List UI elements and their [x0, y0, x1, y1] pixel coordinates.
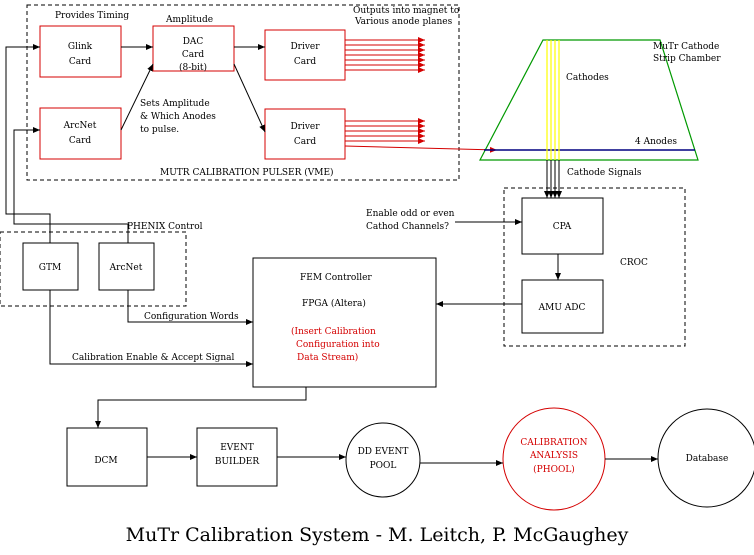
event-builder-label-line2: BUILDER — [215, 457, 260, 467]
croc-label: CROC — [620, 258, 648, 268]
fem-to-dcm-wire — [95, 387, 307, 428]
chamber-label-line2: Strip Chamber — [653, 54, 721, 64]
driver-card-1-label-line1: Driver — [290, 42, 320, 52]
fpga-label: FPGA (Altera) — [302, 298, 366, 309]
calibration-analysis-label-line2: ANALYSIS — [529, 451, 578, 461]
fem-controller-label: FEM Controller — [300, 273, 372, 283]
cpa-label: CPA — [553, 222, 572, 232]
pulser-group-outline — [26, 4, 460, 181]
driver-card-2-label-line2: Card — [294, 137, 317, 147]
pulser-group-label: MUTR CALIBRATION PULSER (VME) — [160, 167, 334, 178]
croc-group-outline — [503, 187, 686, 347]
cathode-signal-arrows — [544, 160, 562, 198]
arcnet-box — [98, 242, 155, 291]
phenix-control-outline — [0, 231, 187, 307]
dd-event-pool-circle — [345, 422, 421, 498]
gtm-to-glink-wire — [5, 44, 51, 243]
cathode-signals-label: Cathode Signals — [567, 168, 642, 178]
database-label: Database — [686, 454, 729, 464]
insert-label-line1: (Insert Calibration — [291, 326, 376, 337]
four-anodes-label: 4 Anodes — [635, 137, 677, 147]
dcm-label: DCM — [94, 456, 117, 466]
calibration-analysis-label-line3: (PHOOL) — [533, 464, 575, 475]
event-builder-label-line1: EVENT — [220, 443, 254, 453]
driver1-output-arrows — [345, 37, 425, 73]
configuration-words-label: Configuration Words — [144, 312, 239, 322]
chamber-label-line1: MuTr Cathode — [653, 42, 719, 52]
phenix-control-label: PHENIX Control — [127, 222, 203, 232]
configuration-words-wire — [127, 290, 253, 325]
glink-card-label-line1: Glink — [68, 42, 93, 52]
arcnet-to-dac-arrow — [120, 63, 154, 131]
driver-card-1-label-line2: Card — [294, 57, 317, 67]
dac-card-label-line1: DAC — [183, 37, 204, 47]
arcnet-to-arcnet-card-wire — [13, 127, 129, 243]
insert-label-line3: Data Stream) — [297, 352, 358, 363]
dac-to-driver2-arrow — [233, 63, 266, 133]
sets-label-line1: Sets Amplitude — [140, 99, 210, 109]
gtm-label: GTM — [39, 263, 61, 273]
arcnet-label: ArcNet — [109, 263, 143, 273]
dac-card-box — [152, 25, 235, 72]
cathode-strips — [546, 40, 560, 160]
dac-card-label-line2: Card — [182, 50, 205, 60]
cathodes-label: Cathodes — [566, 73, 609, 83]
amu-adc-label: AMU ADC — [538, 303, 586, 313]
dd-event-pool-label-line2: POOL — [370, 461, 397, 471]
outputs-label-line1: Outputs into magnet to — [353, 6, 459, 16]
amu-adc-box — [521, 279, 604, 334]
database-circle — [657, 408, 754, 508]
glink-card-label-line2: Card — [69, 57, 92, 67]
calibration-enable-wire — [49, 290, 253, 367]
arcnet-card-label-line2: Card — [69, 136, 92, 146]
provides-timing-label: Provides Timing — [55, 11, 129, 21]
calibration-analysis-label-line1: CALIBRATION — [520, 438, 587, 448]
dd-event-pool-label-line1: DD EVENT — [358, 447, 409, 457]
driver-card-2-label-line1: Driver — [290, 122, 320, 132]
driver2-output-arrows — [344, 118, 498, 153]
sets-label-line2: & Which Anodes — [140, 112, 216, 122]
sets-label-line3: to pulse. — [140, 125, 179, 135]
outputs-label-line2: Various anode planes — [354, 17, 453, 27]
amplitude-label: Amplitude — [165, 15, 213, 25]
chamber-outline — [479, 39, 699, 161]
arcnet-card-box — [39, 107, 122, 160]
enable-label-line2: Cathod Channels? — [366, 222, 449, 232]
footer-title: MuTr Calibration System - M. Leitch, P. … — [126, 524, 629, 546]
arcnet-card-label-line1: ArcNet — [63, 121, 97, 131]
dac-card-label-line3: (8-bit) — [179, 62, 207, 73]
glink-card-box — [39, 25, 122, 78]
enable-label-line1: Enable odd or even — [366, 209, 455, 219]
calibration-enable-label: Calibration Enable & Accept Signal — [72, 353, 235, 363]
cpa-box — [521, 197, 604, 255]
insert-label-line2: Configuration into — [296, 340, 380, 350]
driver-card-2-box — [264, 108, 346, 160]
driver-card-1-box — [264, 29, 346, 81]
